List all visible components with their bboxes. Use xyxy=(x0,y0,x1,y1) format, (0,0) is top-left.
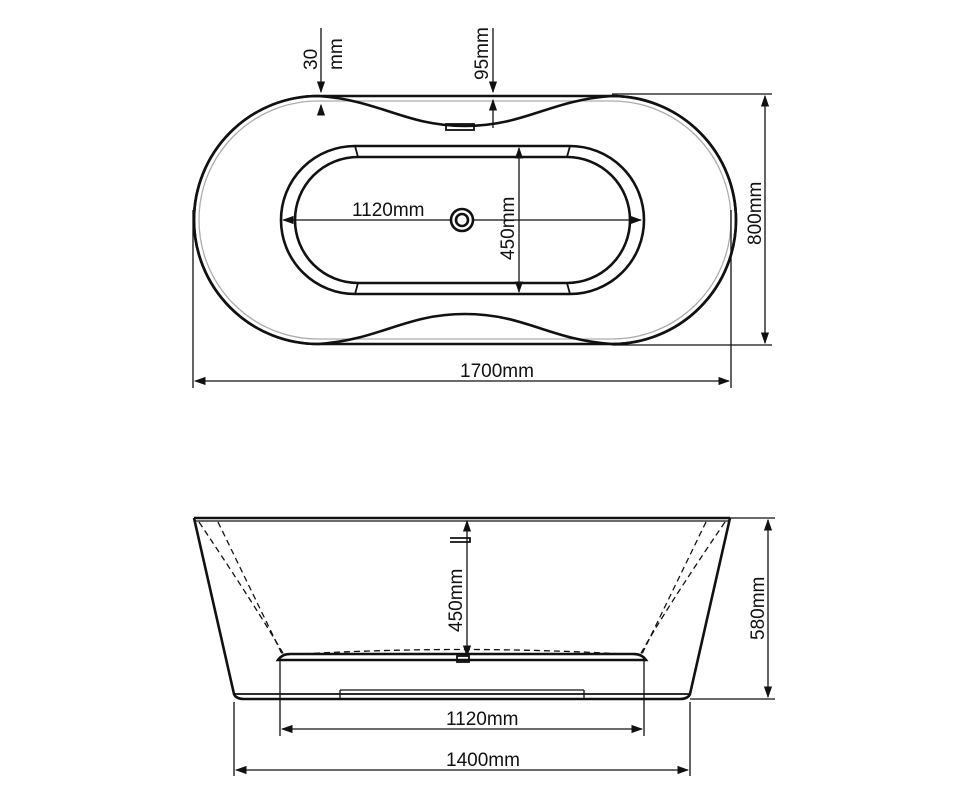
basin-tick xyxy=(354,145,359,158)
dim-label-rim-30: 30 xyxy=(301,49,322,70)
top-view-rim-edge xyxy=(198,100,732,340)
basin-tick xyxy=(566,145,571,158)
top-view-outer-rim xyxy=(192,94,738,346)
side-view-inner-wall-dashed-2 xyxy=(217,521,707,655)
side-view-basin-floor xyxy=(275,652,649,662)
dim-label-overall-length: 1700mm xyxy=(460,361,534,382)
dim-label-inner-depth: 450mm xyxy=(446,569,467,632)
basin-tick xyxy=(354,282,359,295)
side-view: 450mm 580mm 1120mm 1400mm xyxy=(192,516,775,776)
dim-label-overall-width: 800mm xyxy=(745,182,766,245)
dim-label-base-length: 1400mm xyxy=(446,750,520,771)
overflow-slot xyxy=(445,123,475,131)
drain-inner xyxy=(454,212,470,228)
top-view: 30 mm 95mm 800mm 1120mm 450mm 1700mm xyxy=(192,27,772,388)
dim-label-basin-length: 1120mm xyxy=(446,709,519,730)
dim-label-inner-width: 450mm xyxy=(498,197,519,260)
drain-outer xyxy=(449,207,475,233)
dim-label-rim-unit: mm xyxy=(326,38,347,70)
dim-label-overflow: 95mm xyxy=(472,27,493,80)
basin-tick xyxy=(566,282,571,295)
dim-label-overall-height: 580mm xyxy=(748,577,769,640)
top-view-inner-rim xyxy=(192,94,738,346)
side-view-outer-wall xyxy=(192,517,732,701)
dim-label-inner-length: 1120mm xyxy=(352,200,425,221)
